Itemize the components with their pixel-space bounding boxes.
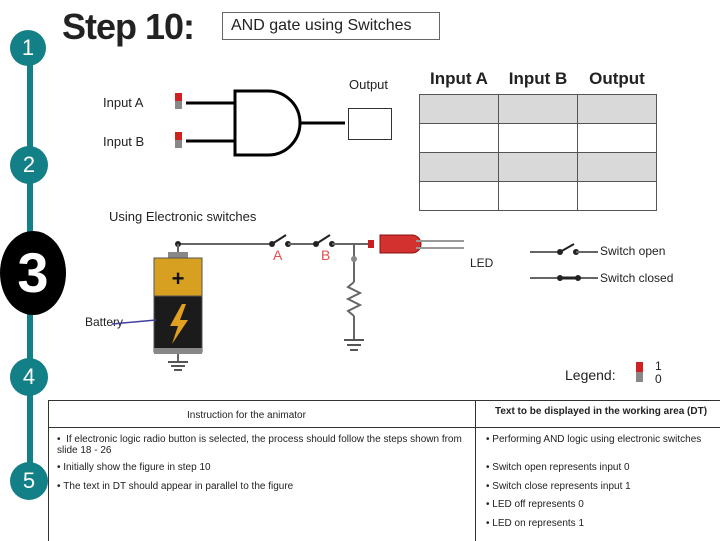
gate-input-b-label: Input B [103, 134, 145, 149]
table-cell[interactable] [577, 123, 657, 153]
input-b-toggle[interactable] [175, 132, 182, 148]
table-cell[interactable] [419, 123, 499, 153]
table-cell[interactable] [577, 181, 657, 211]
table-cell[interactable] [419, 181, 499, 211]
legend-toggle-icon [636, 362, 643, 382]
gate-output-label: Output [349, 77, 389, 92]
table-row [419, 123, 657, 153]
table-row [419, 152, 657, 182]
legend-label: Legend: [565, 367, 616, 383]
truth-table: Input A Input B Output [419, 64, 657, 211]
list-item: • LED on represents 1 [486, 518, 584, 529]
gate-input-a-label: Input A [103, 95, 144, 110]
table-cell[interactable] [419, 94, 499, 124]
truth-header-input-b: Input B [508, 69, 568, 88]
table-cell[interactable] [498, 181, 578, 211]
step-3-badge[interactable]: 3 [0, 231, 66, 315]
animator-header: Instruction for the animator [187, 410, 306, 421]
table-cell[interactable] [498, 94, 578, 124]
page-subtitle: AND gate using Switches [222, 12, 440, 40]
legend-one: 1 [655, 359, 662, 373]
dt-header: Text to be displayed in the working area… [494, 406, 708, 417]
table-cell[interactable] [498, 152, 578, 182]
battery-pointer-icon [111, 319, 157, 325]
truth-header-input-a: Input A [430, 69, 488, 88]
animator-column: Instruction for the animator • If electr… [48, 400, 476, 541]
list-item: • LED off represents 0 [486, 499, 584, 510]
led-label: LED [470, 256, 494, 270]
dt-column: Text to be displayed in the working area… [475, 400, 720, 541]
legend-zero: 0 [655, 372, 662, 386]
instruction-table: Instruction for the animator • If electr… [48, 400, 720, 541]
table-row [419, 181, 657, 211]
input-a-toggle[interactable] [175, 93, 182, 109]
list-item: • Switch close represents input 1 [486, 481, 631, 492]
table-cell[interactable] [577, 94, 657, 124]
page-title: Step 10: [62, 6, 195, 47]
table-row [419, 94, 657, 124]
switch-b-label: B [321, 247, 331, 263]
circuit-caption: Using Electronic switches [109, 209, 257, 224]
table-cell[interactable] [419, 152, 499, 182]
step-5-badge[interactable]: 5 [10, 462, 48, 500]
list-item: • Initially show the figure in step 10 [57, 462, 211, 473]
svg-text:+: + [172, 266, 185, 291]
step-2-badge[interactable]: 2 [10, 146, 48, 184]
list-item: • Performing AND logic using electronic … [486, 434, 702, 445]
step-1-badge[interactable]: 1 [10, 30, 46, 66]
list-item: • The text in DT should appear in parall… [57, 481, 294, 492]
battery-label: Battery [85, 315, 124, 329]
switch-a-label: A [273, 247, 283, 263]
gate-output-box [348, 108, 392, 140]
switch-open-label: Switch open [600, 244, 666, 258]
table-cell[interactable] [577, 152, 657, 182]
battery-icon: + [153, 252, 203, 354]
switch-closed-label: Switch closed [600, 271, 674, 285]
truth-header-output: Output [589, 69, 645, 88]
and-gate-icon [186, 89, 345, 157]
table-cell[interactable] [498, 123, 578, 153]
list-item: • If electronic logic radio button is se… [57, 434, 462, 456]
switch-legend-icons [530, 243, 598, 281]
list-item: • Switch open represents input 0 [486, 462, 630, 473]
step-4-badge[interactable]: 4 [10, 358, 48, 396]
circuit-diagram [168, 234, 464, 371]
